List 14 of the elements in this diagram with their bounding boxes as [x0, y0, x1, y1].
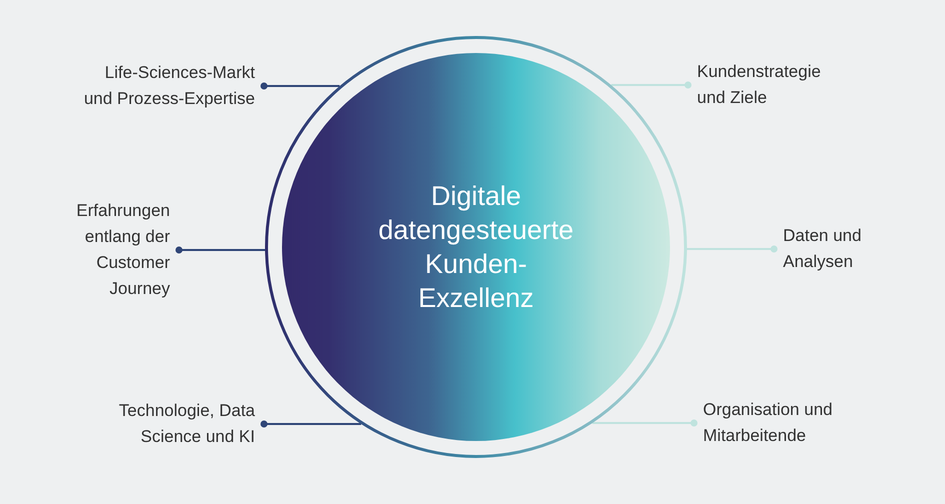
leader-line — [260, 82, 340, 90]
center-title: Digitale datengesteuerte Kunden-Exzellenz — [377, 180, 575, 315]
topic-label: Organisation und Mitarbeitende — [703, 397, 873, 449]
leader-line — [611, 82, 692, 88]
topic-label: Erfahrungen entlang der Customer Journey — [40, 198, 170, 302]
topic-label: Kundenstrategie und Ziele — [697, 59, 847, 111]
topic-label: Daten und Analysen — [783, 223, 903, 275]
topic-label: Technologie, Data Science und KI — [65, 398, 255, 450]
topic-label: Life-Sciences-Markt und Prozess-Expertise — [80, 60, 255, 112]
leader-line — [687, 246, 778, 252]
ring-circle — [265, 36, 687, 458]
leader-line — [260, 420, 362, 428]
leader-line — [176, 246, 266, 254]
leader-line — [592, 420, 698, 426]
